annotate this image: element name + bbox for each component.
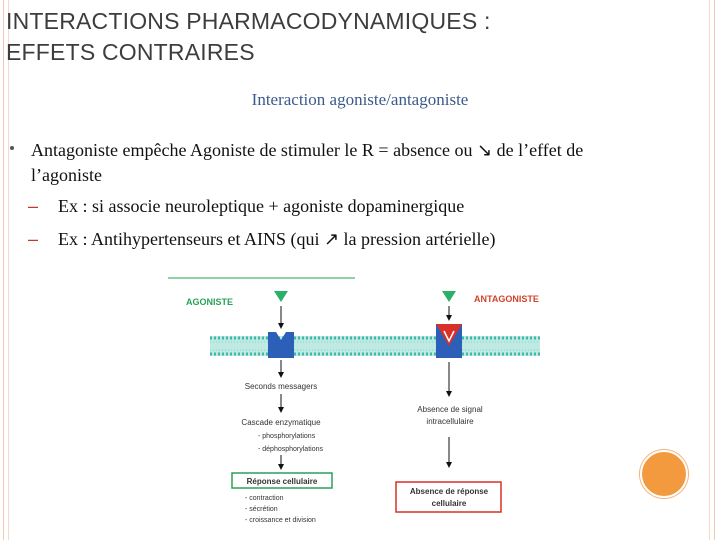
dash-marker: – — [28, 196, 39, 216]
reponse-cellulaire-text: Réponse cellulaire — [247, 477, 318, 486]
slide-title-line2: EFFETS CONTRAIRES — [6, 39, 255, 65]
slide-title: INTERACTIONS PHARMACODYNAMIQUES : EFFETS… — [6, 6, 706, 68]
agoniste-ligand-icon — [274, 291, 288, 302]
absence-signal-line1: Absence de signal — [417, 405, 483, 414]
absence-signal-line2: intracellulaire — [426, 417, 474, 426]
absence-reponse-box — [395, 481, 502, 513]
absence-reponse-line1: Absence de réponse — [410, 487, 489, 496]
cascade-text: Cascade enzymatique — [241, 418, 321, 427]
dephosphorylations-text: - déphosphorylations — [258, 446, 323, 453]
reponse-item-3: - croissance et division — [245, 517, 316, 524]
slide-subtitle: Interaction agoniste/antagoniste — [251, 90, 469, 109]
reponse-box — [231, 472, 333, 489]
absence-reponse-line2: cellulaire — [432, 499, 467, 508]
sub-bullet-2: – Ex : Antihypertenseurs et AINS (qui ↗ … — [10, 227, 710, 252]
sub-bullet-2-text: Ex : Antihypertenseurs et AINS (qui ↗ la… — [58, 229, 496, 249]
orange-decor-circle — [640, 450, 688, 498]
seconds-messagers-text: Seconds messagers — [245, 382, 317, 391]
reponse-item-2: - sécrétion — [245, 506, 278, 513]
agoniste-label: AGONISTE — [186, 297, 233, 307]
reponse-item-1: - contraction — [245, 495, 284, 502]
bullet-main-line2: l’agoniste — [31, 165, 102, 185]
left-decor-rule — [3, 0, 4, 540]
slide-title-line1: INTERACTIONS PHARMACODYNAMIQUES : — [6, 8, 491, 34]
dash-marker: – — [28, 229, 39, 249]
phosphorylations-text: - phosphorylations — [258, 433, 316, 440]
agoniste-ligand-icon — [442, 291, 456, 302]
antagoniste-pathway: Absence de signal intracellulaire Absenc… — [395, 362, 502, 513]
bullet-dot — [10, 146, 14, 150]
agoniste-pathway: Seconds messagers Cascade enzymatique - … — [231, 360, 333, 524]
left-decor-rule-inner — [8, 0, 9, 540]
bullet-list: Antagoniste empêche Agoniste de stimuler… — [10, 138, 710, 252]
sub-bullet-1: – Ex : si associe neuroleptique + agonis… — [10, 194, 710, 219]
antagoniste-receptor — [436, 306, 462, 358]
antagoniste-label: ANTAGONISTE — [474, 294, 539, 304]
agoniste-receptor — [268, 306, 294, 358]
right-decor-rule-inner — [709, 0, 710, 540]
bullet-main: Antagoniste empêche Agoniste de stimuler… — [10, 138, 710, 188]
sub-bullet-1-text: Ex : si associe neuroleptique + agoniste… — [58, 196, 465, 216]
cell-membrane — [210, 336, 540, 356]
right-decor-rule — [714, 0, 715, 540]
bullet-main-line1: Antagoniste empêche Agoniste de stimuler… — [31, 140, 584, 160]
